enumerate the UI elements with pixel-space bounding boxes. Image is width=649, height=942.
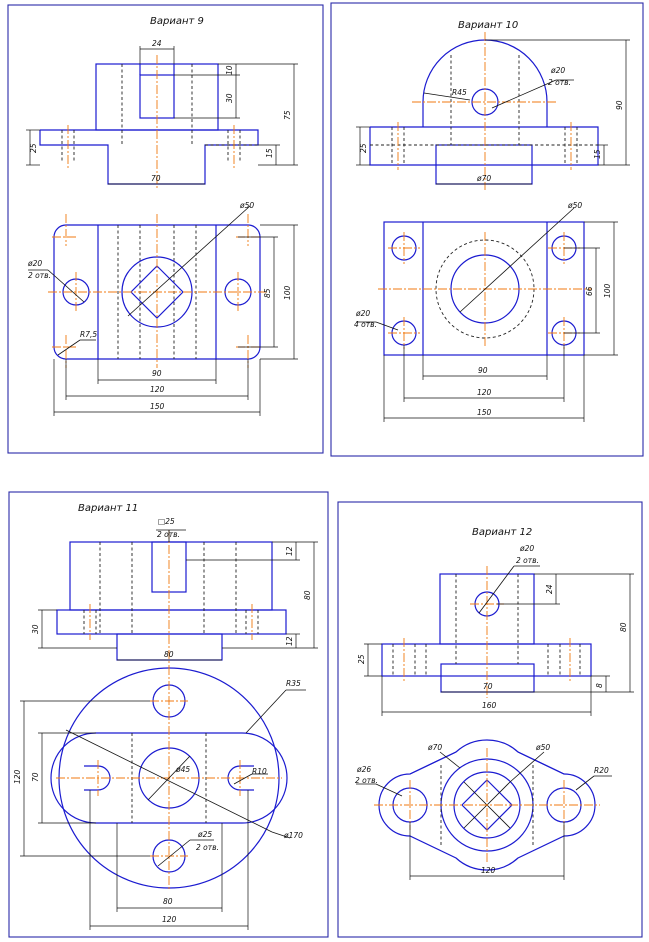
v10-dim-4otv: 4 отв. xyxy=(354,320,377,329)
variant-12-top-view: ø70 ø50 ø26 2 отв. R20 120 xyxy=(355,739,612,880)
v11-dim-80b: 80 xyxy=(164,650,174,659)
v11-dim-sq25: □25 xyxy=(158,517,175,526)
variant-10-frame xyxy=(330,2,644,457)
variant-11-front-view: □25 2 отв. 12 80 12 30 80 xyxy=(31,517,318,668)
v11-dim-80c: 80 xyxy=(163,897,173,906)
v11-dim-r10: R10 xyxy=(252,767,267,776)
v9-dim-24: 24 xyxy=(152,39,162,48)
v10-dim-phi50: ø50 xyxy=(567,201,582,210)
v11-dim-2otv-b: 2 отв. xyxy=(196,843,219,852)
variant-9-panel: Вариант 9 24 xyxy=(7,4,324,454)
variant-10-title: Вариант 10 xyxy=(458,20,518,31)
v12-dim-phi20: ø20 xyxy=(519,544,534,553)
v12-dim-phi70: ø70 xyxy=(427,743,442,752)
variant-10-front-view: R45 ø20 2 отв. 90 15 25 ø70 xyxy=(356,32,630,190)
v11-dim-phi45: ø45 xyxy=(175,765,190,774)
variant-10-top-view: ø50 ø20 4 отв. 66 100 90 120 150 xyxy=(354,201,618,422)
v9-dim-30: 30 xyxy=(225,93,234,103)
v12-dim-2otv-b: 2 отв. xyxy=(355,776,378,785)
v11-dim-70: 70 xyxy=(31,772,40,782)
v9-dim-25: 25 xyxy=(29,143,38,153)
v11-dim-phi170: ø170 xyxy=(283,831,303,840)
v11-dim-r35: R35 xyxy=(286,679,301,688)
v10-dim-phi20: ø20 xyxy=(550,66,565,75)
v11-dim-120: 120 xyxy=(13,769,22,784)
variant-9-top-view: ø50 ø20 2 отв. R7,5 85 100 90 12 xyxy=(27,201,298,416)
v9-dim-2otv: 2 отв. xyxy=(28,271,51,280)
v12-dim-24: 24 xyxy=(545,584,554,594)
variant-11-top-view: R35 ø170 ø45 R10 ø25 2 отв. 120 70 xyxy=(13,666,306,930)
v12-dim-2otv: 2 отв. xyxy=(516,556,539,565)
v9-dim-90: 90 xyxy=(152,369,162,378)
variant-10-panel: Вариант 10 R45 ø20 2 отв. xyxy=(330,2,644,457)
variant-11-panel: Вариант 11 □25 2 отв. xyxy=(8,491,329,938)
v10-dim-phi20b: ø20 xyxy=(355,309,370,318)
v10-dim-90: 90 xyxy=(615,100,624,110)
v12-dim-8: 8 xyxy=(595,683,604,688)
v12-dim-80: 80 xyxy=(619,622,628,632)
variant-12-title: Вариант 12 xyxy=(472,527,532,538)
v9-dim-120: 120 xyxy=(150,385,165,394)
v12-dim-70: 70 xyxy=(483,682,493,691)
v10-dim-phi70: ø70 xyxy=(476,174,491,183)
variant-9-frame xyxy=(7,4,324,454)
v11-dim-12b: 12 xyxy=(285,636,294,646)
v12-dim-160: 160 xyxy=(482,701,497,710)
variant-12-frame xyxy=(337,501,643,938)
v9-dim-r75: R7,5 xyxy=(80,330,97,339)
v9-dim-75: 75 xyxy=(283,110,292,120)
v9-dim-100: 100 xyxy=(283,285,292,300)
v10-dim-25: 25 xyxy=(359,143,368,153)
v10-dim-90b: 90 xyxy=(478,366,488,375)
v10-dim-150: 150 xyxy=(477,408,492,417)
v9-dim-phi50: ø50 xyxy=(239,201,254,210)
v10-dim-r45: R45 xyxy=(452,88,467,97)
v10-dim-66: 66 xyxy=(585,286,594,296)
variant-11-title: Вариант 11 xyxy=(78,503,138,514)
v9-dim-85: 85 xyxy=(263,288,272,298)
variant-12-front-view: ø20 2 отв. 24 80 8 25 70 160 xyxy=(357,544,634,716)
v9-dim-150: 150 xyxy=(150,402,165,411)
v11-dim-phi25: ø25 xyxy=(197,830,212,839)
v12-dim-120: 120 xyxy=(481,866,496,875)
v9-dim-phi20: ø20 xyxy=(27,259,42,268)
v9-dim-15: 15 xyxy=(265,148,274,158)
variant-9-front-view: 24 10 30 75 15 25 70 xyxy=(26,39,298,190)
v9-dim-10: 10 xyxy=(225,65,234,75)
variant-11-frame xyxy=(8,491,329,938)
v11-dim-80: 80 xyxy=(303,590,312,600)
v11-dim-30: 30 xyxy=(31,624,40,634)
v10-dim-15: 15 xyxy=(593,149,602,159)
v10-dim-2otv: 2 отв. xyxy=(548,78,571,87)
v11-dim-2otv: 2 отв. xyxy=(157,530,180,539)
v12-dim-phi26: ø26 xyxy=(356,765,371,774)
v12-dim-r20: R20 xyxy=(594,766,609,775)
variant-9-title: Вариант 9 xyxy=(150,16,204,27)
v11-dim-12: 12 xyxy=(285,546,294,556)
v12-dim-25: 25 xyxy=(357,654,366,664)
variant-12-panel: Вариант 12 ø20 2 отв. xyxy=(337,501,643,938)
v12-dim-phi50: ø50 xyxy=(535,743,550,752)
v10-dim-120: 120 xyxy=(477,388,492,397)
v10-dim-100: 100 xyxy=(603,283,612,298)
v11-dim-120b: 120 xyxy=(162,915,177,924)
v9-dim-70: 70 xyxy=(151,174,161,183)
